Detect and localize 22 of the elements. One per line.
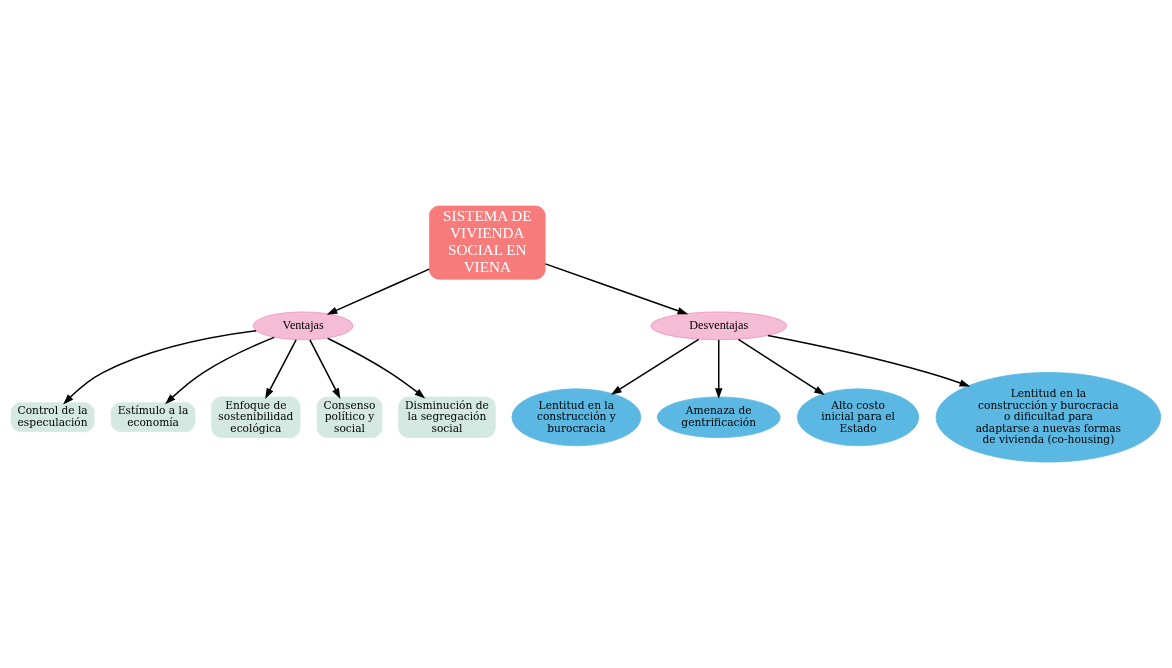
node-ellipse: Lentitud en la construcción y burocracia — [511, 388, 642, 447]
node-ellipse: Lentitud en la construcción y burocracia o dificultad para adaptarse a nuevas formas de vivienda (co-housing) — [935, 372, 1162, 463]
node-box: Control de la especulación — [10, 402, 95, 433]
arrow — [737, 338, 825, 396]
arrow — [326, 337, 426, 399]
arrow — [309, 339, 341, 399]
node-box: SISTEMA DE VIVIENDA SOCIAL EN VIENA — [429, 205, 546, 280]
arrow — [610, 338, 700, 395]
node-box: Estímulo a la economía — [110, 402, 196, 433]
node-ellipse: Desventajas — [650, 311, 787, 341]
node-ellipse: Ventajas — [252, 311, 354, 341]
arrow — [767, 334, 971, 387]
arrow — [715, 339, 723, 399]
node-box: Disminución de la segregación social — [398, 396, 496, 438]
arrow — [326, 268, 430, 315]
arrow — [544, 263, 689, 315]
node-box: Consenso político y social — [316, 396, 383, 438]
node-box: Enfoque de sostenibilidad ecológica — [211, 396, 301, 438]
arrow — [265, 339, 297, 399]
arrow — [63, 330, 257, 405]
arrow — [165, 336, 275, 405]
node-ellipse: Amenaza de gentrificación — [656, 396, 781, 438]
